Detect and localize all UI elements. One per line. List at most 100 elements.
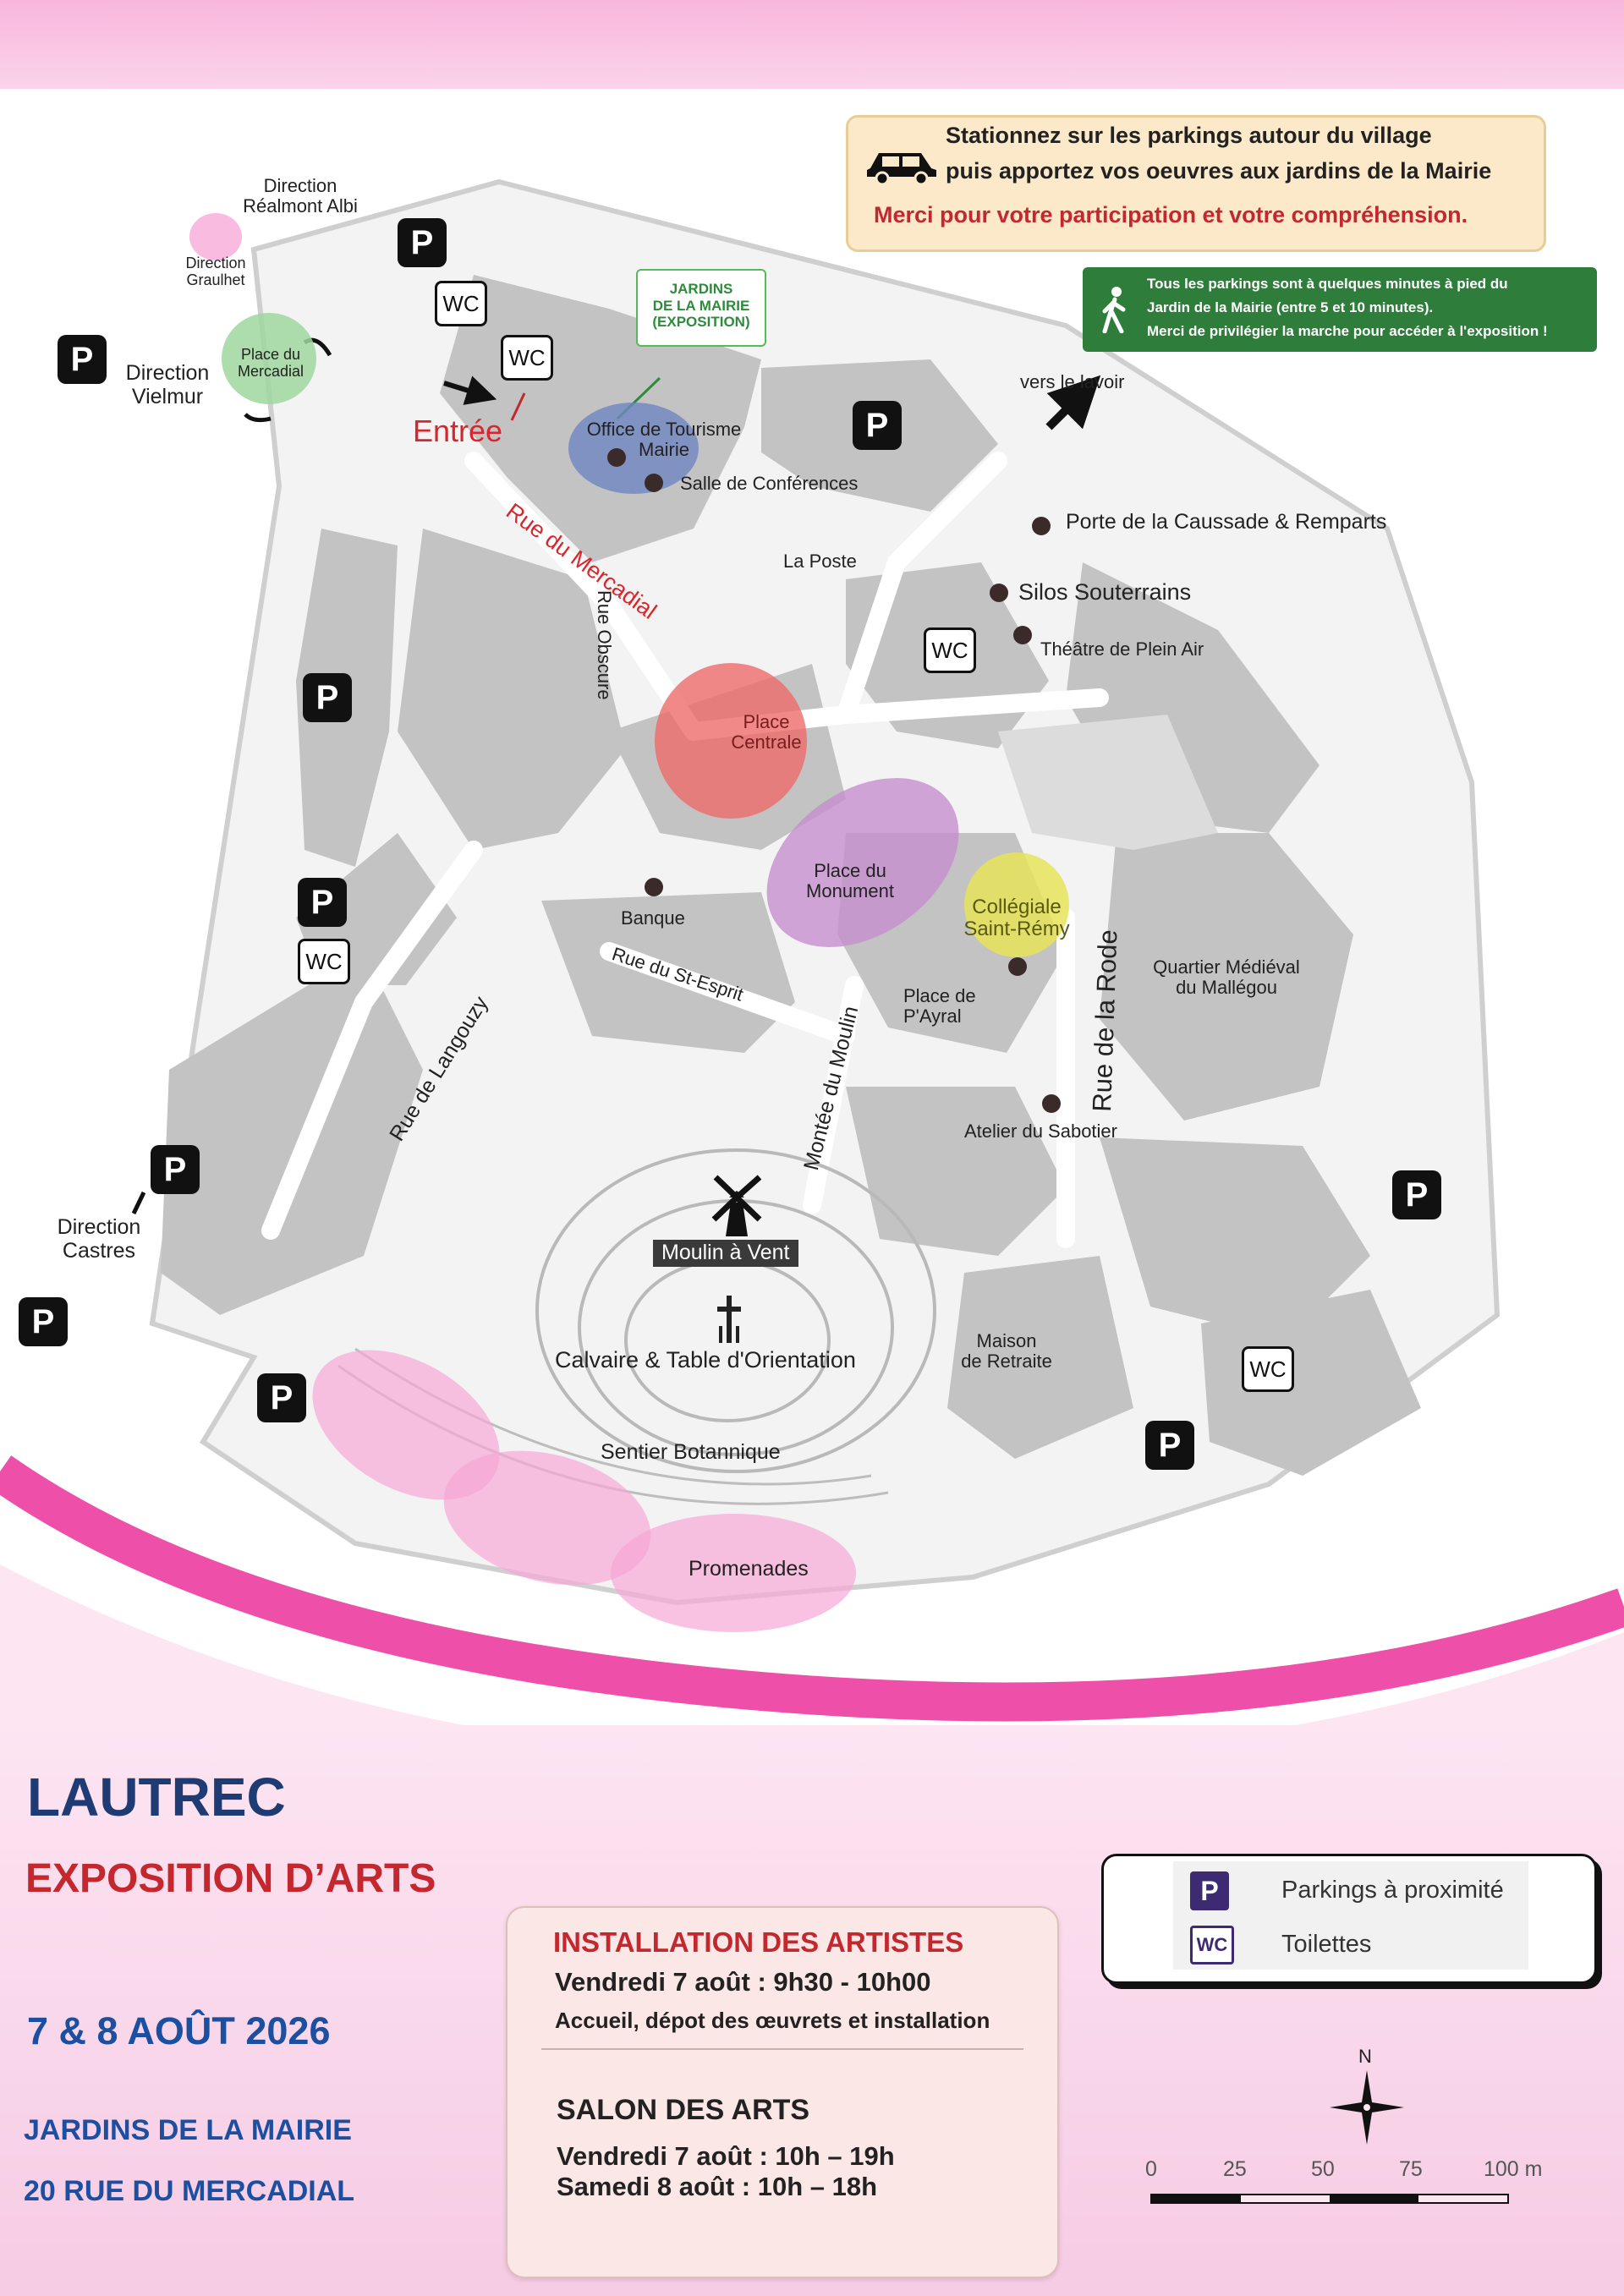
zone-promenades-3 [611, 1514, 856, 1632]
label-place-mercadial: Place du Mercadial [224, 346, 317, 381]
village-title: LAUTREC [27, 1767, 286, 1827]
salon-friday: Vendredi 7 août : 10h – 19h [557, 2141, 895, 2171]
label-porte-caussade: Porte de la Caussade & Remparts [1066, 510, 1387, 534]
label-office-tourisme: Office de Tourisme Mairie [567, 419, 761, 460]
label-collegiale-line-2: Saint-Rémy [963, 918, 1070, 941]
label-place-ayral-line-2: P'Ayral [903, 1006, 962, 1027]
label-silos: Silos Souterrains [1018, 579, 1192, 605]
legend-parking-label: Parkings à proximité [1281, 1877, 1504, 1904]
direction-lavoir: vers le lavoir [1020, 371, 1125, 392]
label-moulin: Moulin à Vent [653, 1240, 798, 1267]
label-place-mercadial-line-2: Mercadial [237, 362, 304, 380]
label-maison-retraite-line-2: de Retraite [961, 1351, 1052, 1373]
label-collegiale-line-1: Collégiale [972, 896, 1062, 918]
direction-castres-line-2: Castres [62, 1238, 136, 1263]
venue-line-1: JARDINS DE LA MAIRIE [24, 2114, 352, 2146]
event-dates: 7 & 8 AOÛT 2026 [27, 2009, 331, 2052]
label-promenades: Promenades [689, 1557, 809, 1581]
wc-icon: WC [1242, 1346, 1294, 1392]
parking-icon: P [1392, 1170, 1441, 1219]
jardins-mairie-box: JARDINS DE LA MAIRIE (EXPOSITION) [636, 269, 766, 347]
compass-rose-icon [1330, 2070, 1404, 2145]
label-sabotier: Atelier du Sabotier [964, 1121, 1117, 1142]
label-office-tourisme-line-1: Office de Tourisme [586, 419, 742, 440]
direction-realmont-line-2: Réalmont Albi [243, 195, 358, 217]
label-place-ayral: Place de P'Ayral [903, 985, 976, 1027]
direction-realmont-line-1: Direction [263, 175, 337, 196]
direction-castres-line-1: Direction [57, 1215, 141, 1239]
label-maison-retraite: Maison de Retraite [947, 1330, 1066, 1373]
parking-icon: P [151, 1145, 200, 1194]
porte-marker [1032, 517, 1051, 535]
scale-tick-25: 25 [1223, 2157, 1247, 2181]
parking-icon: P [257, 1373, 306, 1422]
car-icon [867, 153, 936, 185]
notice-line-2: puis apportez vos oeuvres aux jardins de… [946, 158, 1492, 184]
label-theatre: Théâtre de Plein Air [1040, 638, 1204, 660]
legend-parking-icon: P [1190, 1871, 1229, 1910]
scale-tick-0: 0 [1145, 2157, 1157, 2181]
label-place-monument: Place du Monument [787, 860, 914, 902]
zone-graulhet [189, 213, 242, 260]
cross-icon [717, 1296, 741, 1343]
exhibition-title: EXPOSITION D’ARTS [25, 1856, 436, 1901]
windmill-icon [711, 1175, 762, 1236]
walk-line-2: Jardin de la Mairie (entre 5 et 10 minut… [1147, 299, 1434, 315]
direction-vielmur-line-2: Vielmur [131, 384, 204, 408]
direction-graulhet: Direction Graulhet [169, 255, 262, 289]
jardins-line-2: DE LA MAIRIE [652, 297, 750, 314]
install-desc: Accueil, dépot des œuvrets et installati… [555, 2008, 990, 2033]
sabotier-marker [1042, 1094, 1061, 1113]
direction-graulhet-line-1: Direction [185, 255, 246, 271]
label-sentier: Sentier Botannique [601, 1440, 781, 1464]
scale-tick-100: 100 m [1484, 2157, 1543, 2181]
direction-castres: Direction Castres [44, 1215, 154, 1263]
direction-graulhet-line-2: Graulhet [186, 271, 245, 288]
office-marker [607, 448, 626, 467]
label-mallegou: Quartier Médiéval du Mallégou [1133, 956, 1320, 998]
legend-wc-label: Toilettes [1281, 1931, 1372, 1958]
street-obscure: Rue Obscure [594, 590, 615, 700]
label-place-ayral-line-1: Place de [903, 985, 976, 1006]
label-calvaire: Calvaire & Table d'Orientation [555, 1347, 856, 1373]
label-place-mercadial-line-1: Place du [240, 346, 301, 363]
map-legend: P Parkings à proximité WC Toilettes [1101, 1854, 1597, 1984]
parking-icon: P [19, 1297, 68, 1346]
zone-collegiale [964, 852, 1069, 957]
silos-marker [990, 584, 1008, 602]
wc-icon: WC [435, 281, 487, 326]
label-place-centrale-line-2: Centrale [731, 732, 802, 753]
parking-icon: P [398, 218, 447, 267]
wc-icon: WC [298, 939, 350, 984]
label-place-centrale-line-1: Place [743, 711, 790, 732]
wc-icon: WC [924, 627, 976, 673]
label-mallegou-line-1: Quartier Médiéval [1153, 956, 1300, 978]
collegiale-marker [1008, 957, 1027, 976]
wc-icon: WC [501, 335, 553, 381]
entree-label: Entrée [413, 414, 503, 448]
label-place-monument-line-1: Place du [814, 860, 886, 881]
walk-line-3: Merci de privilégier la marche pour accé… [1147, 323, 1548, 339]
jardins-line-3: (EXPOSITION) [652, 314, 750, 331]
label-collegiale: Collégiale Saint-Rémy [946, 896, 1088, 941]
install-time: Vendredi 7 août : 9h30 - 10h00 [555, 1967, 931, 1997]
venue-line-2: 20 RUE DU MERCADIAL [24, 2175, 355, 2207]
north-label: N [1358, 2046, 1372, 2067]
schedule-divider [541, 2048, 1023, 2050]
salon-title: SALON DES ARTS [557, 2094, 810, 2126]
scale-tick-75: 75 [1399, 2157, 1423, 2181]
legend-wc-icon: WC [1190, 1926, 1234, 1964]
scale-tick-50: 50 [1311, 2157, 1335, 2181]
label-place-monument-line-2: Monument [806, 880, 894, 902]
parking-icon: P [298, 878, 347, 927]
direction-realmont: Direction Réalmont Albi [228, 175, 372, 217]
install-title: INSTALLATION DES ARTISTES [553, 1926, 964, 1958]
zone-office-tourisme [568, 403, 699, 494]
salon-saturday: Samedi 8 août : 10h – 18h [557, 2172, 878, 2201]
jardins-line-1: JARDINS [669, 281, 733, 297]
top-banner [0, 0, 1624, 89]
label-maison-retraite-line-1: Maison [976, 1330, 1037, 1351]
scale-bar [1150, 2194, 1509, 2204]
walking-person-icon [1102, 287, 1126, 333]
parking-icon: P [58, 335, 107, 384]
